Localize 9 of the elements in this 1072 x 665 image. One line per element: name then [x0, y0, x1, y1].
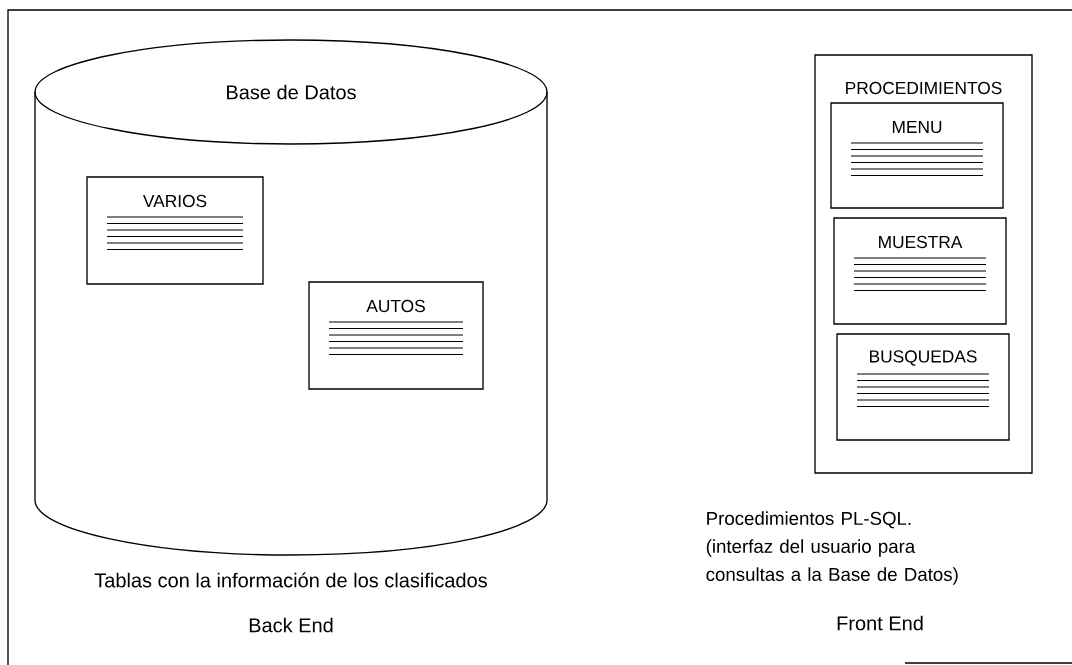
caption-text: Procedimientos PL-SQL. (interfaz del usuario para consultas a la Base de Datos) — [706, 511, 958, 585]
table-box: MENU — [830, 102, 1004, 209]
caption-text: Tablas con la información de los clasificados — [94, 572, 487, 588]
table-box: MUESTRA — [833, 217, 1007, 325]
table-box: BUSQUEDAS — [836, 333, 1010, 441]
caption-text: Front End — [837, 615, 923, 631]
table-box: AUTOS — [308, 281, 484, 390]
caption-text: Back End — [249, 617, 333, 633]
table-box: VARIOS — [86, 176, 264, 285]
